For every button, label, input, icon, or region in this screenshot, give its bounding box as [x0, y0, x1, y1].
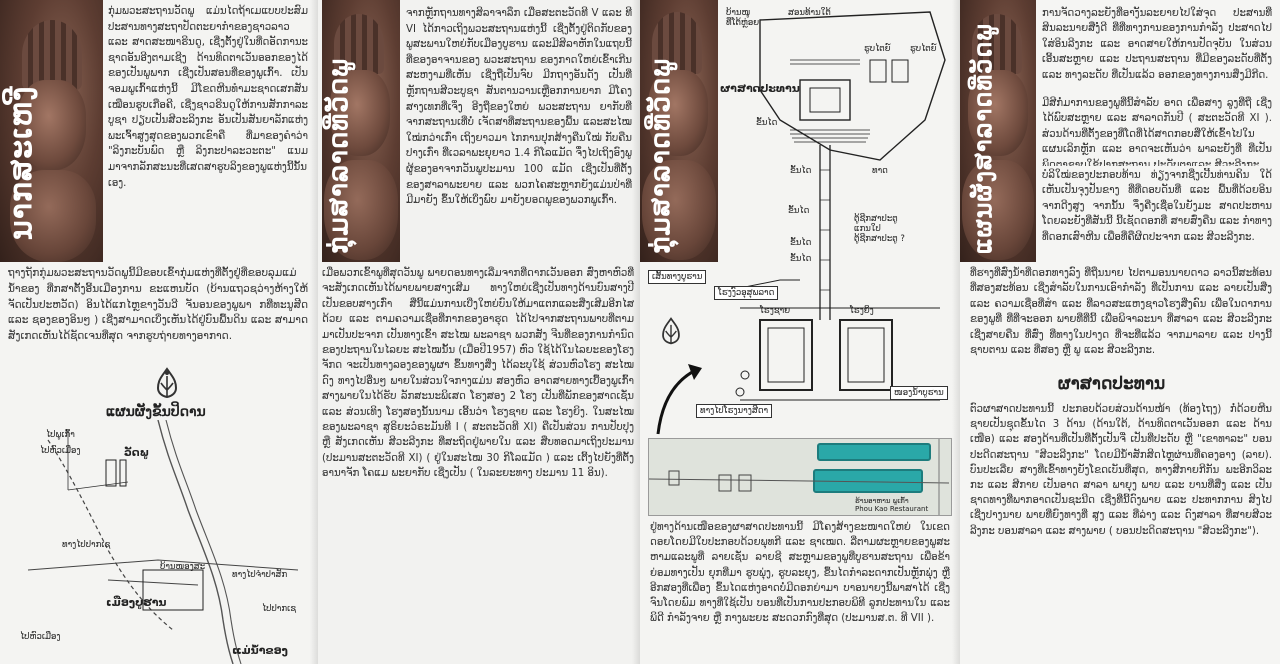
panel-4-top-text: ການຈັດວາງລະຍັງທີ່ອາງັນລະຍາຍໄປໃສ່ຈຸດ ປະສາ… — [1042, 8, 1272, 81]
plan-label-south-palace: ສອນທ້ານໃຕ້ — [788, 8, 831, 18]
map-label-wat: ວັດພູ — [124, 446, 150, 459]
plan-label-ancient-pool: ໜອງນ້ຳບູຮານ — [890, 386, 948, 400]
panel-4-mid-text: ມີສີກໍ່ມາການຂອງພູທີ່ນີ້ສຳລັບ ອາດ ເພື່ອສາ… — [1042, 98, 1272, 166]
panel-3-bottom-text: ຢູ່ທາງດ້ານເໜືອຂອງຜາສາດປະທານນີ້ ມີໂຄງສ້າງ… — [650, 522, 950, 625]
curved-arrow-icon — [656, 364, 702, 435]
panel-2-bottom-text: ເມື່ອພວກເຂົ້າພູທີ່ສຸດວັນພູ ພາຍດອນທາງເລີ່… — [322, 268, 634, 480]
statue-photo-3 — [640, 0, 718, 262]
naga-ornament-icon-2 — [656, 316, 686, 354]
statue-photo-4 — [960, 0, 1036, 262]
map-label-river: ແມ່ນ້ຳຂອງ — [232, 644, 288, 657]
aerial-site-map: ຮ້ານອາຫານ ພູເກົ້າ Phou Kao Restaurant — [648, 438, 952, 516]
plan-label-door: ທາດ — [872, 166, 888, 176]
map-label-mountain: ໄປພູເກົ້າ — [46, 430, 75, 440]
panel-3-title: ກຸ່ມສາລາດທີ່ວັດພູ — [646, 57, 676, 254]
plan-label-nandin-hall: ໂຮງງົວອຸສຸພລາດ — [714, 286, 779, 300]
panel-1-mid-text: ຖາງຖັກກຸ່ມພວະສະຖານວັດພູນີ້ມີຂອບເຂົ້າກຸ່ມ… — [8, 267, 308, 343]
map-label-ancient-city: ເມືອງບູຮານ — [106, 596, 167, 609]
map-label-road-small: ໄປຫົວເມືອງ — [20, 632, 61, 642]
plan-label-ancient-road: ເສັ້ນທາງບູຮານ — [648, 270, 707, 284]
plan-label-north-building: ບ້ານໜູ ທີ່ໂຕ້ຫຼ່ອຍ — [726, 8, 760, 28]
panel-4-bottom-text: ຕົວຜາສາດປະທານນີ້ ປະກອບດ້ວຍສ່ວນດ້ານໜ້າ (ທ… — [970, 404, 1272, 537]
statue-photo-2 — [322, 0, 400, 262]
panel-1-intro-text: ກຸ່ມພວະສະຖານວັດພູ ແມ່ນໄດຖ້າເມແບບປະສົມປະສ… — [108, 6, 308, 189]
panel-1-title: ນາກສະເຫງີ — [4, 85, 39, 240]
plan-label-south-palace2: ໂຮງຍິງ — [850, 306, 874, 316]
map-label-road-champa: ທາງໄປຈຳປາສັກ — [232, 570, 288, 580]
map-label-nearby: ໄປຫົວເມືອງ — [40, 446, 81, 456]
panel-2-title: ກຸ່ມສາລາດທີ່ວັດພູ — [324, 57, 354, 254]
panel-4-mid2-text: ບໍລິໃໝ່ຂອງປະກອບທ້ານ ທ່ຽງຈາກຊີ່ງເປີ້ນທ່ານ… — [1042, 170, 1272, 243]
map-label-village: ບ້ານໜອງສະ — [160, 562, 206, 572]
statue-photo-1 — [0, 0, 103, 262]
plan-label-to-baray: ທາງໄປໂຮງນາງສີດາ — [696, 404, 773, 418]
plan-label-altar: ຮູບໄຕຍ໌ — [910, 44, 937, 54]
panel-3: ກຸ່ມສາລາດທີ່ວັດພູ — [640, 0, 960, 664]
plan-label-stair-5: ຂັ້ນໄດ — [790, 254, 812, 264]
plan-label-stair-4: ຂັ້ນໄດ — [790, 238, 812, 248]
plan-label-stair-3: ຂັ້ນໄດ — [788, 206, 810, 216]
plan-label-pavilion: ຮູບໄຕຍ໌ — [864, 44, 891, 54]
temple-plan — [720, 11, 946, 401]
map-label-to-pakse: ໄປປາກເຊ — [262, 604, 297, 614]
site-map-title: ແຜນຜັງຂັ້ນປິດານ — [106, 404, 206, 420]
panel-1: ນາກສະເຫງີ ກຸ່ມພວະສະຖານວັດພູ ແມ່ນໄດຖ້າເມແ… — [0, 0, 318, 664]
panel-4: ແຜນຜັງສາລາດທີ່ວັດພູ ການຈັດວາງລະຍັງທີ່ອາງ… — [960, 0, 1280, 664]
plan-label-trimurti: ຕູ້ຊີກສາປະຕູ ແກນໃປ ຕູ້ຊີກສາປະຕູ ? — [854, 214, 905, 244]
naga-ornament-icon — [150, 366, 184, 408]
plan-label-main-hall: ຜາສາດປະທານ — [720, 82, 800, 95]
plan-label-north-palace: ໂຮງຊາຍ — [760, 306, 791, 316]
panel-2-top-text: ຈາກຫຼັກຖານທາງສິລາຈາລຶກ ເມື່ອສະຕະວັດທີ V … — [406, 8, 632, 207]
panel-2: ກຸ່ມສາລາດທີ່ວັດພູ ຈາກຫຼັກຖານທາງສິລາຈາລຶກ… — [318, 0, 640, 664]
plan-label-stair-2: ຂັ້ນໄດ — [790, 166, 812, 176]
main-sanctuary-heading: ຜາສາດປະທານ — [1058, 374, 1166, 394]
panel-4-mid3-text: ທີ່ຮາງທີ່ສົ່ງນ້ຳທີ່ດອກທາງລົງ ທີ່ຖືນນາຍ ໄ… — [970, 268, 1272, 357]
site-map — [27, 420, 299, 664]
map-label-road-pakse: ທາງໄປປາກເຊ — [62, 540, 111, 550]
panel-4-title: ແຜນຜັງສາລາດທີ່ວັດພູ — [968, 23, 997, 254]
plan-label-stair-1: ຂັ້ນໄດ — [756, 118, 778, 128]
restaurant-label: ຮ້ານອາຫານ ພູເກົ້າ Phou Kao Restaurant — [855, 497, 929, 513]
